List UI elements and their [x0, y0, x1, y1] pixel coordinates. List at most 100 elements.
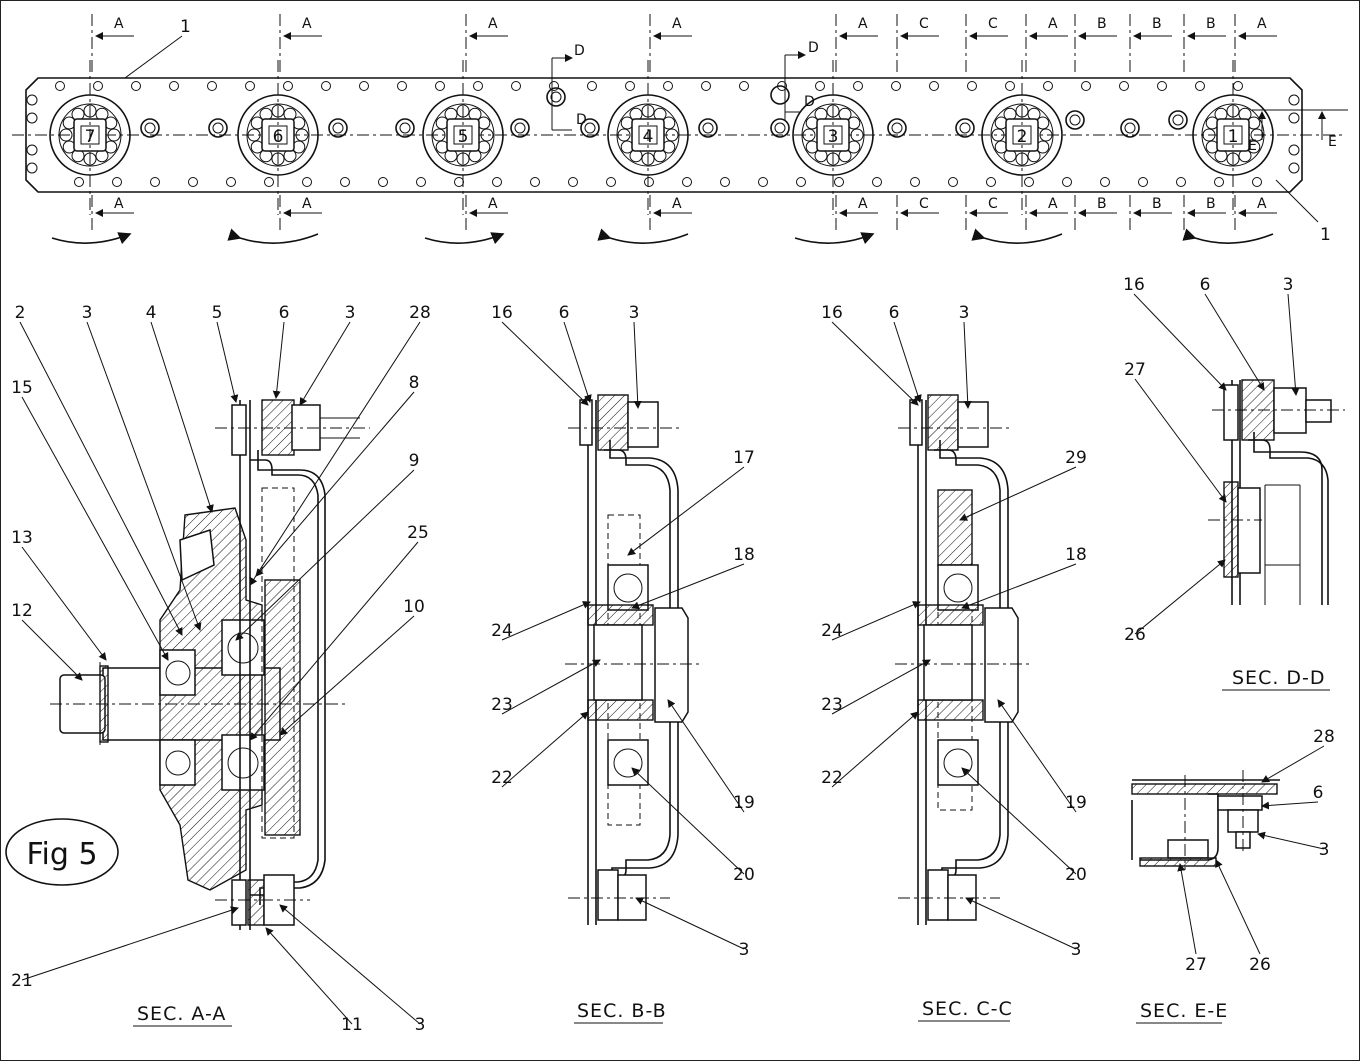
cut-marker-bottom: A [672, 196, 682, 212]
plate-hole [1288, 94, 1300, 106]
part-label: 23 [491, 695, 513, 715]
plate-hole [378, 177, 388, 187]
cut-marker-top: A [1257, 16, 1267, 32]
cut-marker-bottom: A [114, 196, 124, 212]
part-label: 3 [1071, 940, 1082, 960]
cut-marker-top: B [1152, 16, 1162, 32]
shaft-nut [580, 118, 600, 138]
label-part-1-bottom: 1 [1320, 225, 1331, 245]
plate-hole [1024, 177, 1034, 187]
plate-hole [302, 177, 312, 187]
plate-hole [606, 177, 616, 187]
part-label: 6 [1313, 783, 1324, 803]
plate-hole [245, 81, 255, 91]
plate-hole [758, 177, 768, 187]
plate-hole [207, 81, 217, 91]
plate-hole [112, 177, 122, 187]
plate-hole [321, 81, 331, 91]
cut-marker-bottom: A [1048, 196, 1058, 212]
part-label: 13 [11, 528, 33, 548]
shaft-nuts [140, 85, 1188, 138]
rotation-arrow [794, 232, 875, 245]
hub-6: 6 [237, 60, 319, 215]
part-label: 10 [403, 597, 425, 617]
plate-bolt-holes [26, 81, 1300, 187]
cut-marker-top: A [114, 16, 124, 32]
cut-marker-top: A [488, 16, 498, 32]
part-label: 3 [739, 940, 750, 960]
shaft-nut [140, 118, 160, 138]
plate-hole [1157, 81, 1167, 91]
part-label: 5 [212, 303, 223, 323]
shaft-nut [510, 118, 530, 138]
part-label: 18 [1065, 545, 1087, 565]
shaft-nut [328, 118, 348, 138]
cut-marker-top: A [672, 16, 682, 32]
cut-marker-top: A [858, 16, 868, 32]
part-label: 28 [409, 303, 431, 323]
hub-3: 3 [792, 60, 874, 215]
part-label: 24 [491, 621, 513, 641]
plate-hole [568, 177, 578, 187]
part-label: 3 [415, 1015, 426, 1035]
plate-hole [1043, 81, 1053, 91]
plate-hole [549, 81, 559, 91]
plate-hole [55, 81, 65, 91]
plate-hole [74, 177, 84, 187]
plate-hole [169, 81, 179, 91]
e-marker-1: E [1248, 138, 1257, 154]
plate-hole [26, 94, 38, 106]
plate-hole [967, 81, 977, 91]
shaft-nut [1168, 110, 1188, 130]
part-label: 11 [341, 1015, 363, 1035]
part-label: 28 [1313, 727, 1335, 747]
shaft-nut [395, 118, 415, 138]
cut-marker-bottom: B [1152, 196, 1162, 212]
part-label: 19 [733, 793, 755, 813]
part-label: 3 [345, 303, 356, 323]
hub-7: 7 [49, 60, 131, 215]
part-label: 9 [409, 451, 420, 471]
part-label: 26 [1249, 955, 1271, 975]
part-label: 3 [629, 303, 640, 323]
part-label: 3 [1319, 840, 1330, 860]
rotation-arrow [1182, 228, 1274, 244]
plate-hole [587, 81, 597, 91]
figure-title: Fig 5 [26, 837, 97, 872]
part-label: 29 [1065, 448, 1087, 468]
shaft-nut [1120, 118, 1140, 138]
plate-hole [26, 112, 38, 124]
plate-hole [701, 81, 711, 91]
plate-hole [1005, 81, 1015, 91]
plate-hole [283, 81, 293, 91]
plate-hole [663, 81, 673, 91]
cut-marker-top: C [919, 16, 929, 32]
shaft-nut [698, 118, 718, 138]
d-marker-1: D [574, 43, 585, 59]
part-label: 18 [733, 545, 755, 565]
cut-marker-bottom: A [302, 196, 312, 212]
plate-hole [359, 81, 369, 91]
plate-hole [530, 177, 540, 187]
plate-hole [397, 81, 407, 91]
plate-hole [1138, 177, 1148, 187]
plate-hole [986, 177, 996, 187]
plate-hole [264, 177, 274, 187]
rotation-arrow [51, 232, 132, 245]
plate-hole [891, 81, 901, 91]
plate-hole [416, 177, 426, 187]
part-label: 8 [409, 373, 420, 393]
plate-hole [1100, 177, 1110, 187]
plate-hole [1176, 177, 1186, 187]
plate-hole [1081, 81, 1091, 91]
part-label: 15 [11, 378, 33, 398]
cut-marker-bottom: A [488, 196, 498, 212]
part-label: 19 [1065, 793, 1087, 813]
rotation-arrow [424, 232, 505, 245]
plate-hole [131, 81, 141, 91]
